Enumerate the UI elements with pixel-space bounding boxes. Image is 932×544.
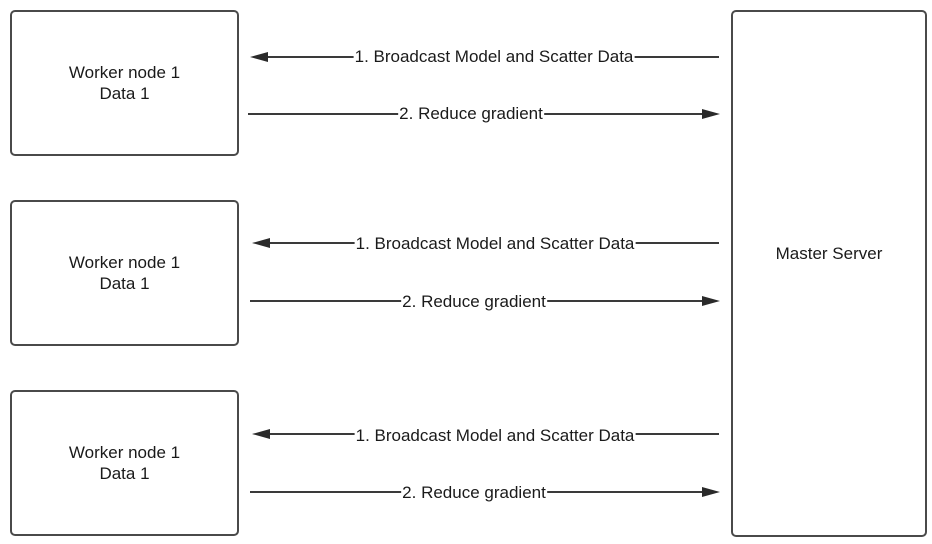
worker-node-box: Worker node 1 Data 1 bbox=[10, 200, 239, 346]
worker-node-data: Data 1 bbox=[99, 464, 150, 483]
reduce-label: 2. Reduce gradient bbox=[401, 292, 547, 312]
worker-node-data: Data 1 bbox=[99, 84, 150, 103]
broadcast-arrowhead bbox=[252, 238, 270, 248]
broadcast-arrowhead bbox=[250, 52, 268, 62]
master-server-box: Master Server bbox=[731, 10, 927, 537]
worker-node-name: Worker node 1 bbox=[68, 63, 181, 82]
reduce-arrowhead bbox=[702, 109, 720, 119]
broadcast-label: 1. Broadcast Model and Scatter Data bbox=[354, 426, 636, 446]
broadcast-label: 1. Broadcast Model and Scatter Data bbox=[354, 234, 636, 254]
reduce-arrowhead bbox=[702, 296, 720, 306]
reduce-arrowhead bbox=[702, 487, 720, 497]
reduce-label: 2. Reduce gradient bbox=[401, 483, 547, 503]
worker-node-box: Worker node 1 Data 1 bbox=[10, 390, 239, 536]
broadcast-arrowhead bbox=[252, 429, 270, 439]
master-server-label: Master Server bbox=[775, 244, 883, 263]
worker-node-name: Worker node 1 bbox=[68, 253, 181, 272]
worker-node-name: Worker node 1 bbox=[68, 443, 181, 462]
broadcast-label: 1. Broadcast Model and Scatter Data bbox=[353, 47, 635, 67]
worker-node-data: Data 1 bbox=[99, 274, 150, 293]
reduce-label: 2. Reduce gradient bbox=[398, 104, 544, 124]
worker-node-box: Worker node 1 Data 1 bbox=[10, 10, 239, 156]
